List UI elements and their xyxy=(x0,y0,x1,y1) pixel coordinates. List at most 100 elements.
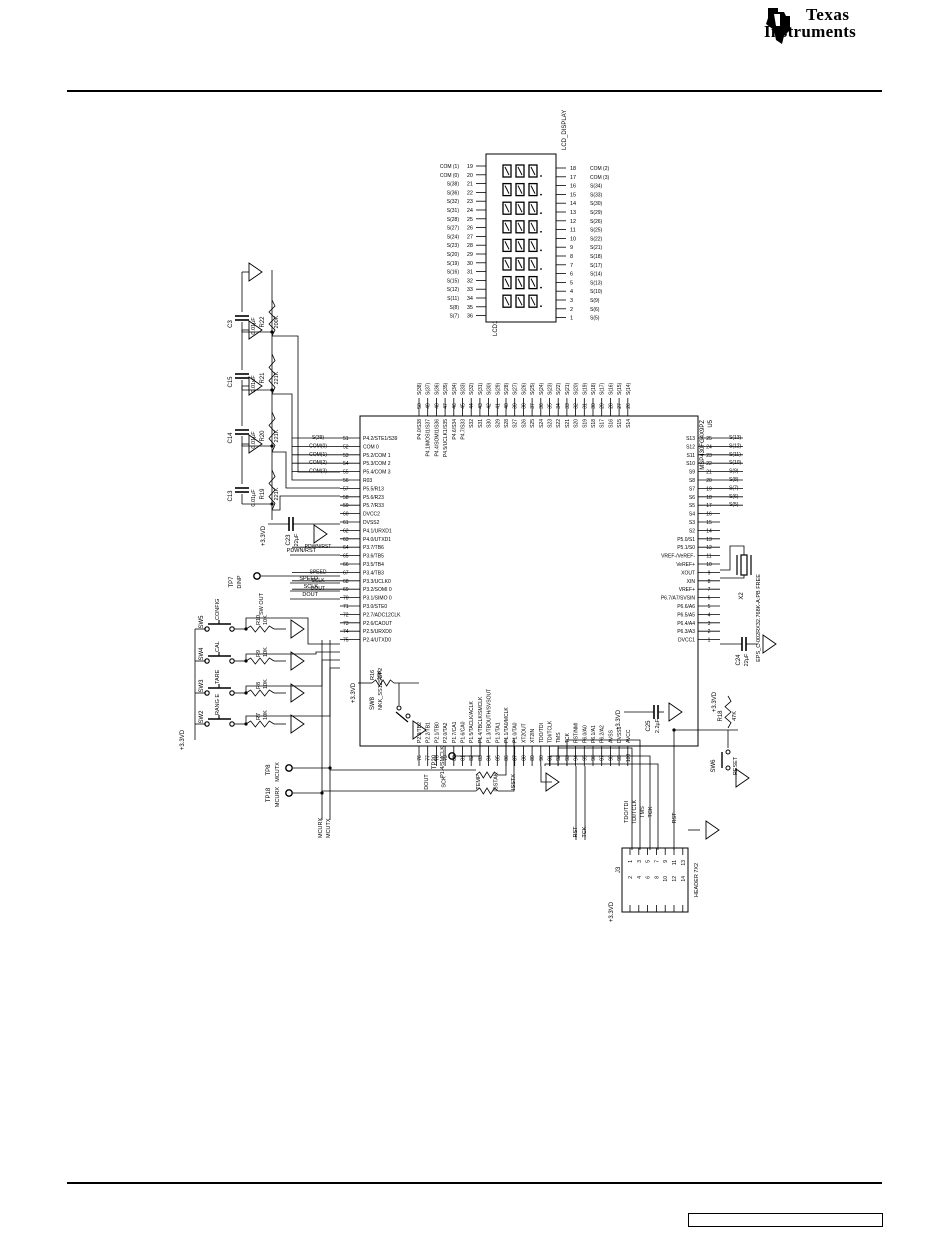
lcd-digit-segment xyxy=(515,294,525,308)
lcd-pin-number: 8 xyxy=(570,254,573,260)
pullup-value: 10K xyxy=(263,615,269,625)
mcu-pin-net: S(34) xyxy=(452,382,458,395)
lcd-digit-segment xyxy=(502,238,512,253)
mcu-pin-number: 2 xyxy=(708,629,711,635)
mcu-pin-number: 31 xyxy=(582,403,588,409)
mcu-pin-number: 75 xyxy=(343,638,349,644)
lcd-digit-segment xyxy=(517,259,523,269)
lcd-pin-number: 15 xyxy=(570,192,576,198)
lcd-pin-number: 31 xyxy=(467,270,473,276)
mcu-pin-number: 16 xyxy=(706,512,712,518)
switch-icon xyxy=(229,721,235,727)
ground-icon xyxy=(313,524,328,544)
wire xyxy=(245,667,340,724)
ground-icon xyxy=(545,772,560,792)
ground-icon xyxy=(290,683,305,703)
lcd-digit-segment xyxy=(530,278,536,287)
mcu-pin-name: P5.1/S0 xyxy=(677,545,695,551)
wire xyxy=(245,651,340,661)
rst-label: RST xyxy=(573,826,579,838)
mcu-pin-net: S(23) xyxy=(548,382,554,395)
mcu-pin-name: P4.5/UCLK1/S35 xyxy=(443,419,449,457)
mcu-pin-number: 96 xyxy=(591,755,597,761)
sw8-label: NKK_SS12SDP2 xyxy=(378,668,384,710)
header-pin-number: 3 xyxy=(637,860,643,863)
mcu-pin-number: 40 xyxy=(504,403,510,409)
top-rule xyxy=(67,90,882,92)
mcu-pin-name: S12 xyxy=(686,444,695,450)
mcu-pin-name: P1.5/TACLK/ACLK xyxy=(469,700,475,743)
lcd-body xyxy=(485,153,557,323)
mcu-pin-number: 66 xyxy=(343,562,349,568)
mcurx-label: MCURX xyxy=(318,818,324,838)
mcu-pin-number: 10 xyxy=(706,562,712,568)
mcu-pin-name: P5.4/COM 3 xyxy=(363,470,391,476)
mcu-pin-number: 1 xyxy=(708,638,711,644)
lcd-pin-net: S(10) xyxy=(590,289,603,295)
mcu-pin-name: P3.6/TB5 xyxy=(363,554,384,560)
mcu-pin-number: 17 xyxy=(706,503,712,509)
lcd-digit-segment xyxy=(504,185,510,194)
mcu-pin-net: S(30) xyxy=(487,382,493,395)
mcu-pin-name: S2 xyxy=(689,528,695,534)
mcutx-label: MCUTX xyxy=(326,818,332,838)
resistor-icon xyxy=(268,299,276,337)
lcd-pin-net: S(28) xyxy=(447,217,460,223)
lcd-pin-net: S(27) xyxy=(447,226,460,232)
capacitor-icon xyxy=(235,487,249,493)
mcu-pin-number: 27 xyxy=(617,403,623,409)
mcu-pin-number: 84 xyxy=(487,755,493,761)
tp7-label: DINP xyxy=(237,575,243,588)
switch-ref: SW4 xyxy=(199,647,205,661)
mcu-pin-name: P3.4/TB3 xyxy=(363,570,384,576)
mcu-pin-number: 59 xyxy=(343,503,349,509)
pdwn-label: PDWN/RST xyxy=(287,548,317,554)
lcd-decimal-point xyxy=(540,286,542,289)
mcu-pin-number: 69 xyxy=(343,587,349,593)
mcu-pin-name: P5.2/COM 1 xyxy=(363,453,391,459)
mcu-pin-number: 81 xyxy=(461,755,467,761)
lcd-pin-net: COM (0) xyxy=(440,173,460,179)
lcd-pin-net: S(25) xyxy=(590,228,603,234)
mcu-pin-name: P1.3/TBOUTH/SVSOUT xyxy=(487,689,493,743)
mcu-pin-name: S8 xyxy=(689,478,695,484)
lcd-pin-number: 5 xyxy=(570,280,573,286)
mcu-pin-name: S22 xyxy=(556,419,562,428)
lcd-pin-number: 14 xyxy=(570,201,576,207)
mcu-pin-name: AVSS xyxy=(608,729,614,743)
lcd-pin-number: 19 xyxy=(467,164,473,170)
capacitor-icon xyxy=(235,315,249,321)
mcu-pin-number: 6 xyxy=(708,596,711,602)
lcd-pin-net: S(31) xyxy=(447,208,460,214)
resistor-icon xyxy=(268,469,276,511)
lcd-pin-number: 34 xyxy=(467,296,473,302)
lcd-pin-net: S(38) xyxy=(447,182,460,188)
mcu-pin-net: COM(2) xyxy=(309,460,327,466)
lcd-pin-number: 20 xyxy=(467,173,473,179)
lcd-decimal-point xyxy=(540,305,542,308)
mcu-pin-number: 26 xyxy=(626,403,632,409)
header-pin-number: 2 xyxy=(628,876,634,879)
mcu-pin-net: S(11) xyxy=(729,452,741,458)
mcu-pin-number: 33 xyxy=(565,403,571,409)
ti-logo-icon xyxy=(766,8,790,44)
junction-dot xyxy=(270,330,274,334)
lcd-digit-segment xyxy=(528,257,538,271)
bias-cap-value: 0.01µF xyxy=(251,375,257,393)
mcu-pin-number: 92 xyxy=(556,755,562,761)
mcu-pin-net: S(17) xyxy=(600,382,606,395)
test-point-icon xyxy=(285,789,293,797)
lcd-digit-segment xyxy=(515,182,525,197)
lcd-decimal-point xyxy=(540,175,542,177)
mcu-pin-name: DVSS2 xyxy=(363,520,380,526)
mcu-pin-name: P5.3/COM 2 xyxy=(363,461,391,467)
sclk-label: SCLK xyxy=(304,584,319,590)
switch-label: CONFIG xyxy=(215,599,221,620)
capacitor-icon xyxy=(741,637,747,651)
sw6-ref: SW6 xyxy=(711,759,717,773)
mcu-pin-net: S(25) xyxy=(530,382,536,395)
mcu-pin-number: 21 xyxy=(706,470,712,476)
mcu-pin-number: 54 xyxy=(343,461,349,467)
switch-label: TARE xyxy=(215,669,221,684)
mcu-pin-name: S30 xyxy=(487,419,493,428)
